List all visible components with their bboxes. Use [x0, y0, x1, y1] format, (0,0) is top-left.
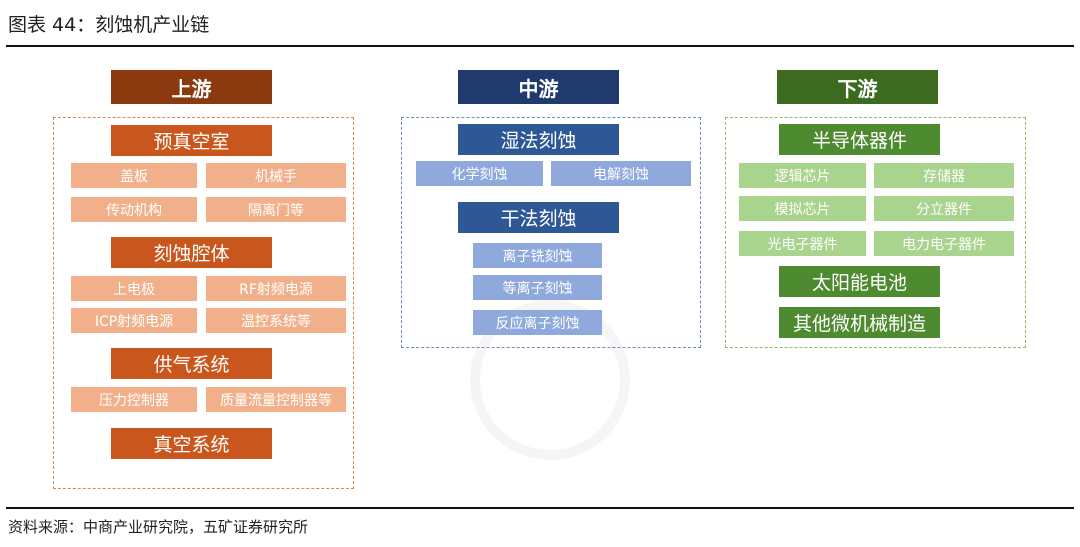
- upstream-item: 温控系统等: [206, 308, 346, 333]
- upstream-frame: [53, 117, 354, 489]
- top-rule: [6, 45, 1074, 47]
- midstream-wet-etch: 湿法刻蚀: [458, 124, 619, 155]
- watermark-seal: [470, 300, 630, 460]
- upstream-group-prevacuum: 预真空室: [111, 125, 272, 156]
- upstream-group-gas: 供气系统: [111, 348, 272, 379]
- downstream-item: 逻辑芯片: [739, 163, 866, 188]
- midstream-item: 电解刻蚀: [551, 161, 691, 186]
- downstream-header: 下游: [777, 70, 938, 104]
- upstream-item: 压力控制器: [71, 387, 197, 412]
- midstream-item: 化学刻蚀: [416, 161, 543, 186]
- upstream-item: 隔离门等: [206, 197, 346, 222]
- figure-title: 图表 44：刻蚀机产业链: [8, 14, 210, 36]
- downstream-frame: [725, 117, 1026, 348]
- upstream-header: 上游: [111, 70, 272, 104]
- downstream-item: 存储器: [874, 163, 1014, 188]
- source-note: 资料来源：中商产业研究院，五矿证券研究所: [8, 518, 309, 536]
- midstream-item: 反应离子刻蚀: [473, 310, 602, 335]
- upstream-item: 传动机构: [71, 197, 197, 222]
- downstream-item: 分立器件: [874, 196, 1014, 221]
- downstream-semiconductor-devices: 半导体器件: [779, 124, 940, 155]
- bottom-rule: [6, 507, 1074, 509]
- upstream-item: 机械手: [206, 163, 346, 188]
- upstream-item: ICP射频电源: [71, 308, 197, 333]
- upstream-item: RF射频电源: [206, 276, 346, 301]
- downstream-item: 模拟芯片: [739, 196, 866, 221]
- upstream-group-vacuum: 真空系统: [111, 428, 272, 459]
- midstream-frame: [401, 117, 701, 348]
- midstream-dry-etch: 干法刻蚀: [458, 202, 619, 233]
- upstream-item: 上电极: [71, 276, 197, 301]
- downstream-item: 电力电子器件: [874, 231, 1014, 256]
- downstream-item: 光电子器件: [739, 231, 866, 256]
- upstream-group-chamber: 刻蚀腔体: [111, 237, 272, 268]
- midstream-header: 中游: [458, 70, 619, 104]
- upstream-item: 质量流量控制器等: [206, 387, 346, 412]
- midstream-item: 离子铣刻蚀: [473, 243, 602, 268]
- downstream-solar-cells: 太阳能电池: [779, 266, 940, 297]
- downstream-other-mems: 其他微机械制造: [779, 307, 940, 338]
- midstream-item: 等离子刻蚀: [473, 275, 602, 300]
- upstream-item: 盖板: [71, 163, 197, 188]
